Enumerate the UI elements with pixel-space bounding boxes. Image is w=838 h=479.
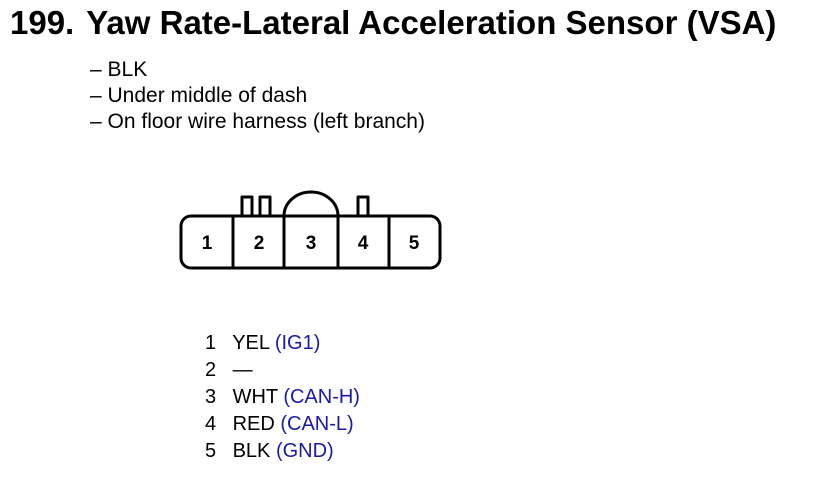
note-color: – BLK <box>90 58 148 81</box>
pin-row-1: 1 YEL (IG1) <box>205 330 360 357</box>
terminal-3-label: 3 <box>306 233 317 254</box>
latch-tab-right <box>258 195 272 216</box>
connector-body <box>179 214 442 270</box>
pin-row-4: 4 RED (CAN-L) <box>205 411 360 438</box>
pin-number: 1 <box>205 332 217 354</box>
terminal-1-label: 1 <box>202 233 213 254</box>
pin-function: (CAN-L) <box>280 413 354 435</box>
pin-function: (GND) <box>275 440 334 462</box>
pin-wire-color: YEL <box>232 332 270 354</box>
pin-row-5: 5 BLK (GND) <box>205 438 360 465</box>
pin-assignment-list: 1 YEL (IG1) 2 — 3 WHT (CAN-H) 4 RED (CAN… <box>205 330 360 465</box>
connector-diagram: 1 2 3 4 5 <box>179 190 442 270</box>
lock-dome <box>282 190 340 217</box>
connector-notes: – BLK – Under middle of dash – On floor … <box>90 57 425 135</box>
pin-number: 3 <box>205 386 217 408</box>
pin-wire-color: BLK <box>232 440 271 462</box>
pin-row-3: 3 WHT (CAN-H) <box>205 384 360 411</box>
pin-wire-color: RED <box>232 413 275 435</box>
pin-number: 2 <box>205 359 217 381</box>
pin-row-2: 2 — <box>205 357 360 384</box>
pin-number: 5 <box>205 440 217 462</box>
terminal-5-label: 5 <box>409 233 420 254</box>
section-number: 199. <box>10 4 75 41</box>
pin-wire-color: — <box>232 359 253 381</box>
pin-number: 4 <box>205 413 217 435</box>
latch-tab-4 <box>356 195 370 216</box>
latch-tab-left <box>240 195 254 216</box>
note-location: – Under middle of dash <box>90 84 308 107</box>
page-title: 199. Yaw Rate-Lateral Acceleration Sensor… <box>10 4 776 42</box>
terminal-4-label: 4 <box>358 233 369 254</box>
pin-function: (CAN-H) <box>283 386 360 408</box>
pin-wire-color: WHT <box>232 386 278 408</box>
pin-function: (IG1) <box>274 332 321 354</box>
terminal-2-label: 2 <box>254 233 265 254</box>
note-harness: – On floor wire harness (left branch) <box>90 110 425 133</box>
sensor-title: Yaw Rate-Lateral Acceleration Sensor (VS… <box>86 4 777 41</box>
